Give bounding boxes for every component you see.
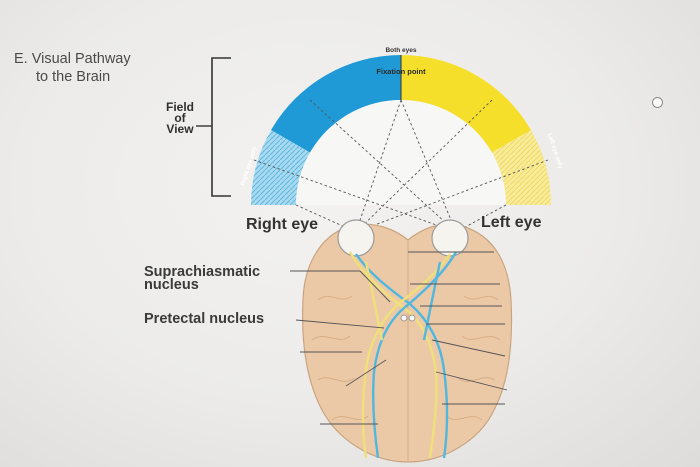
suprachiasmatic-nucleus-label: Suprachiasmatic nucleus [144,264,261,293]
optic-chiasm-marker [400,314,408,322]
pretectal-nucleus-label: Pretectal nucleus [144,311,265,327]
left-eye-only-region [491,130,551,205]
field-of-view-arc [251,55,551,205]
section-title-line1: E. Visual Pathway [14,51,131,67]
optic-pathways [348,251,458,459]
field-of-view-bracket [211,57,231,197]
brain-gyri [311,240,501,462]
both-eyes-label: Both eyes [385,47,416,54]
left-eye-only-label: Left eye only [546,133,563,170]
binocular-right-field [401,55,531,153]
section-title: E. Visual Pathway to the Brain [14,50,131,86]
field-of-view-label-line3: View [166,122,194,136]
field-of-view-label-line1: Field [165,100,194,114]
right-eye-only-region [251,130,311,205]
field-of-view-label-line2: of [174,111,186,125]
left-eye-label: Left eye [481,214,542,231]
right-eyeball [337,219,375,257]
optic-chiasm-marker-2 [408,314,416,322]
brain-illustration [302,219,513,463]
radio-button[interactable] [652,97,663,108]
inner-field-area [296,100,506,205]
section-title-line2: to the Brain [36,69,111,85]
suprachiasmatic-label-line1: Suprachiasmatic [144,264,261,280]
fixation-point-label: Fixation point [376,67,426,76]
brain-outline [302,223,513,463]
label-leader-lines [290,251,508,425]
suprachiasmatic-label-line2: nucleus [144,277,199,293]
right-eye-label: Right eye [246,216,319,233]
field-of-view-label: Field of View [160,100,200,136]
left-eyeball [431,219,469,257]
binocular-left-field [271,55,401,153]
